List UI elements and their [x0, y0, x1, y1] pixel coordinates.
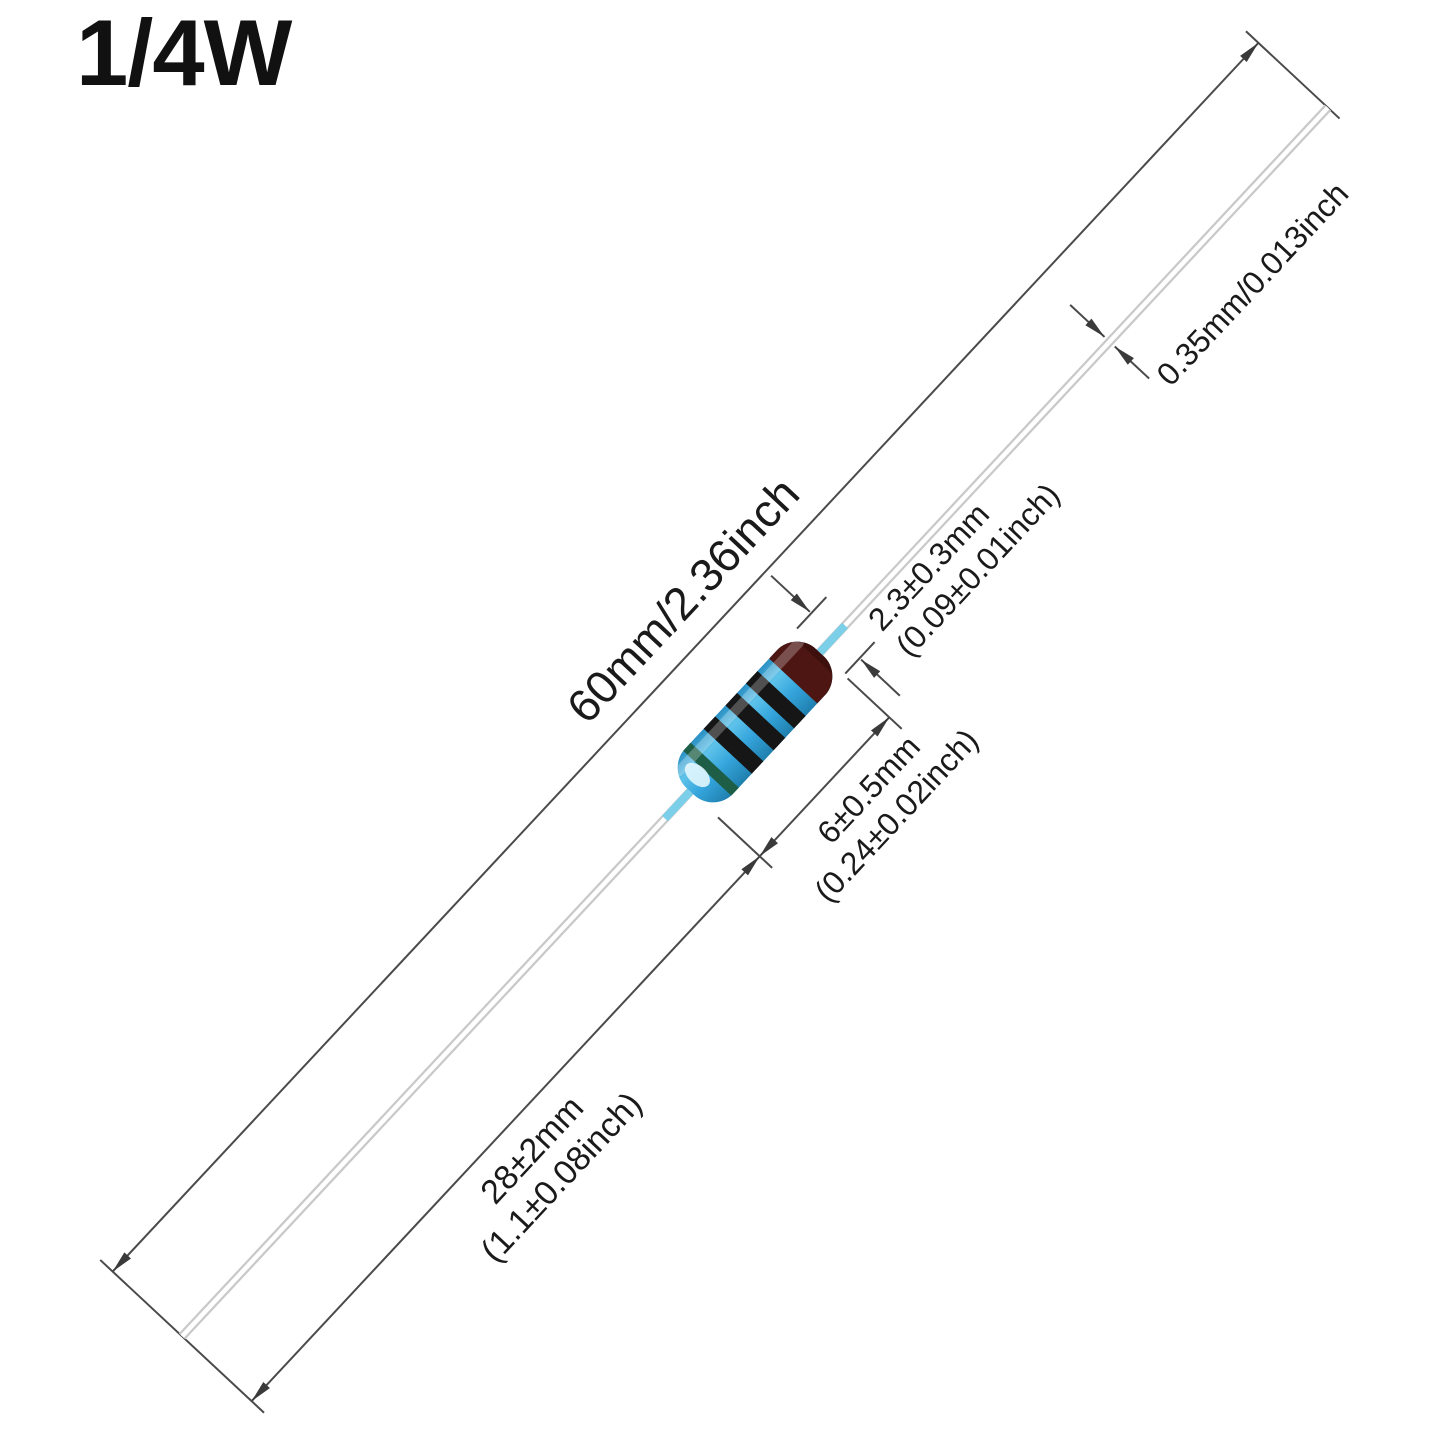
resistor-band-2	[725, 692, 786, 751]
lead-wire-reflection-left	[662, 788, 694, 822]
resistor-band-4	[683, 742, 739, 796]
leader-wire-diameter-bottom	[1114, 345, 1150, 380]
resistor-cap-highlight	[684, 762, 710, 788]
extension-line-body-right-end	[846, 677, 903, 730]
extension-line-body-diameter-top	[796, 596, 828, 630]
rotated-diagram-group: 60mm/2.36inch 28±2mm (1.1±0.08inch) 6±0.…	[99, 30, 1355, 1414]
dim-label-wire-diameter: 0.35mm/0.013inch	[1149, 175, 1355, 392]
dimension-line-total-length	[111, 42, 1260, 1273]
resistor-band-tolerance	[769, 630, 844, 704]
resistor-body	[666, 630, 844, 814]
resistor-body-gloss	[673, 637, 804, 777]
resistor-band-1	[745, 670, 806, 729]
leader-body-diameter-top	[770, 574, 811, 613]
extension-line-wire-left-end	[99, 1259, 265, 1414]
dimension-line-lead-length	[250, 855, 761, 1402]
extension-line-body-left-end	[717, 816, 773, 869]
extension-line-wire-right-end	[1245, 30, 1341, 120]
resistor-cap-edge-shade	[790, 630, 844, 681]
resistor-band-3	[703, 716, 764, 774]
leader-body-diameter-bottom	[860, 658, 901, 697]
lead-wire-reflection-right	[816, 622, 848, 656]
dimension-line-body-length	[758, 716, 890, 857]
leader-wire-diameter-top	[1069, 304, 1106, 338]
